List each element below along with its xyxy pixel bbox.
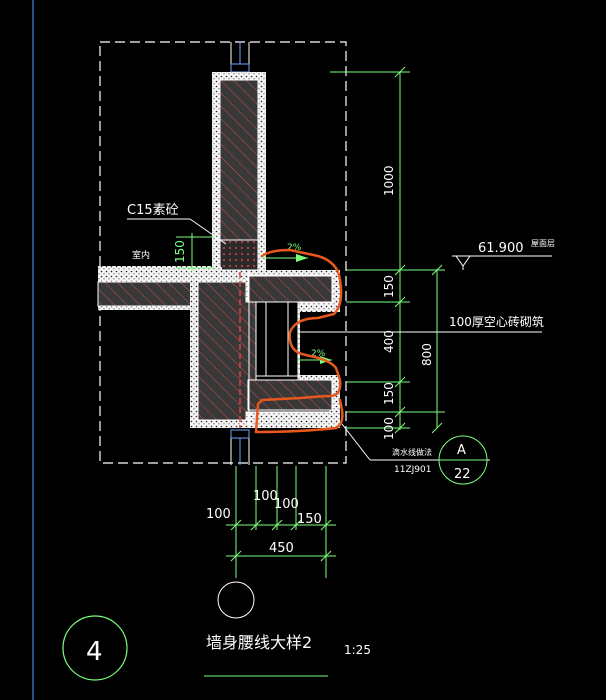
- dim-800: 800: [420, 343, 434, 366]
- slope-arrow-top: 2%: [262, 243, 308, 262]
- detail-number: 4: [86, 637, 103, 667]
- detail-viewport-box: [99, 41, 347, 464]
- svg-text:2%: 2%: [311, 349, 326, 359]
- indoor-level-mark: 室内 150: [132, 233, 214, 272]
- dim-150-a: 150: [382, 275, 396, 298]
- c15-callout: C15素砼: [127, 203, 227, 245]
- window-bottom-detail: [230, 429, 250, 465]
- detail-title-block: 4 墙身腰线大样2 1:25: [62, 615, 371, 681]
- svg-text:150: 150: [173, 240, 187, 263]
- svg-text:2%: 2%: [287, 243, 302, 253]
- svg-text:滴水线做法: 滴水线做法: [392, 447, 432, 457]
- detail-scale: 1:25: [344, 643, 371, 657]
- dim-400: 400: [382, 330, 396, 353]
- dim-bottom-150: 150: [297, 512, 322, 527]
- dim-bottom-100-a: 100: [206, 507, 231, 522]
- wall-section: [97, 72, 340, 428]
- right-dimension-chain: [330, 66, 445, 434]
- svg-text:屋面层: 屋面层: [531, 239, 555, 248]
- dim-1000: 1000: [382, 165, 396, 196]
- svg-text:61.900: 61.900: [478, 241, 524, 256]
- axis-bubble: [217, 581, 255, 619]
- dim-100: 100: [382, 417, 396, 440]
- bottom-dimension-chain: [226, 466, 336, 578]
- svg-text:C15素砼: C15素砼: [127, 203, 179, 218]
- svg-text:100厚空心砖砌筑: 100厚空心砖砌筑: [449, 314, 544, 329]
- dim-bottom-100-c: 100: [274, 497, 299, 512]
- detail-reference-callout: A 22: [438, 435, 488, 485]
- hollow-brick-callout: 100厚空心砖砌筑: [298, 314, 544, 333]
- dim-bottom-100-b: 100: [253, 489, 278, 504]
- svg-text:A: A: [457, 443, 466, 458]
- svg-text:11ZJ901: 11ZJ901: [394, 465, 431, 475]
- svg-text:室内: 室内: [132, 249, 150, 261]
- markup-outline: [254, 248, 343, 434]
- detail-title: 墙身腰线大样2: [206, 633, 312, 652]
- svg-text:22: 22: [454, 467, 471, 482]
- dim-bottom-450: 450: [269, 541, 294, 556]
- markup-outline-bottom: [254, 398, 344, 434]
- elevation-mark: 61.900 屋面层: [452, 239, 555, 270]
- window-top-detail: [230, 42, 250, 73]
- dim-150-b: 150: [382, 382, 396, 405]
